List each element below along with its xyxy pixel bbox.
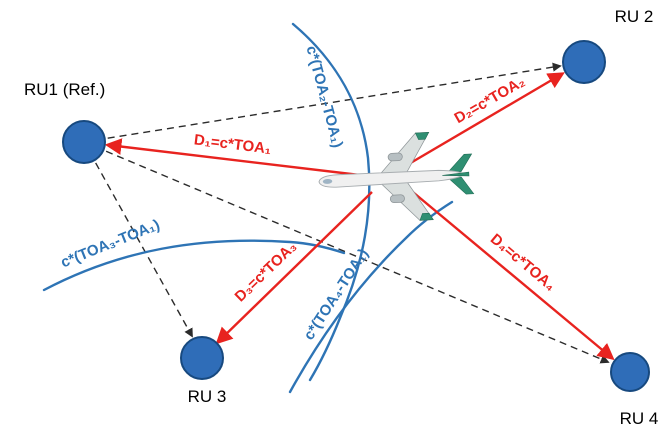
node-ru1 <box>62 120 106 164</box>
d1-distance-label: D₁=c*TOA₁ <box>193 131 272 157</box>
airplane-left-wingtip <box>414 132 430 140</box>
airplane-left-engine <box>387 152 403 162</box>
ru4-label: RU 4 <box>620 409 659 428</box>
baseline-ru1-ru4 <box>83 141 610 364</box>
hyperbola-toa2-toa1 <box>291 22 371 382</box>
airplane-right-wingtip <box>419 212 434 221</box>
ru3-label: RU 3 <box>188 387 227 406</box>
hyperbola-toa4-toa1 <box>288 200 454 394</box>
airplane-right-stabilizer <box>447 176 475 195</box>
distance-arrow-d3 <box>215 191 373 345</box>
airplane-tail-fin <box>442 171 470 177</box>
distance-arrow-d4 <box>407 187 615 361</box>
baseline-ru1-ru3 <box>83 141 193 338</box>
airplane-left-stabilizer <box>447 153 473 173</box>
ru2-label: RU 2 <box>615 7 654 26</box>
distance-arrow-d1 <box>104 138 369 178</box>
baseline-ru1-ru2 <box>83 62 562 143</box>
airplane-right-engine <box>389 194 405 204</box>
h2-hyperbola-label: c*(TOA₂-TOA₁) <box>303 44 347 150</box>
node-ru3 <box>180 336 224 380</box>
airplane-cockpit <box>322 178 333 184</box>
node-ru2 <box>562 40 606 84</box>
airplane-icon <box>318 131 475 221</box>
node-ru4 <box>610 352 650 392</box>
distance-arrow-d2 <box>401 72 565 170</box>
ru1-label: RU1 (Ref.) <box>24 80 105 99</box>
